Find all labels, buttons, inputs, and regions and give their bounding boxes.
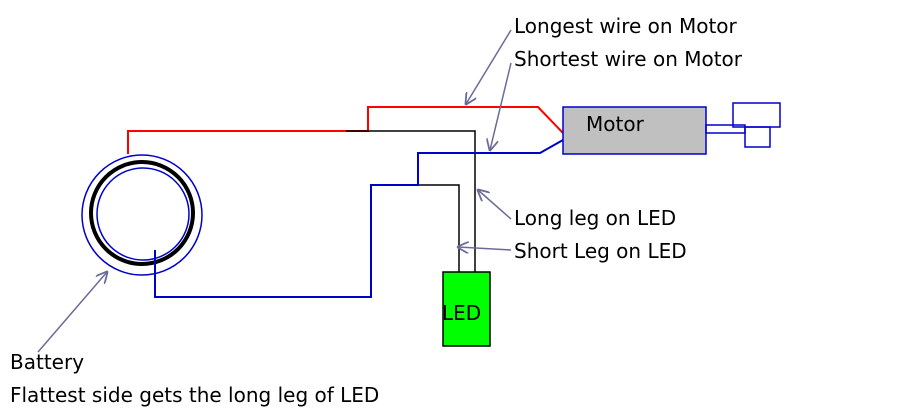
label-longest-wire: Longest wire on Motor: [514, 14, 738, 38]
battery-inner-ring: [96, 167, 190, 261]
label-shortest-wire: Shortest wire on Motor: [514, 47, 743, 71]
blue-wire: [154, 139, 564, 298]
arrow-short-leg: [458, 247, 512, 250]
label-battery-note: Flattest side gets the long leg of LED: [10, 383, 379, 407]
arrow-shortest-wire: [490, 62, 512, 150]
label-battery: Battery: [10, 350, 84, 374]
red-wire: [127, 106, 564, 154]
motor-label: Motor: [586, 112, 645, 136]
arrow-battery: [37, 272, 107, 353]
led: LED: [442, 271, 491, 347]
led-label: LED: [442, 301, 481, 325]
label-short-leg: Short Leg on LED: [514, 239, 687, 263]
battery-outer-ring: [81, 154, 203, 276]
black-wire-long-leg: [346, 130, 476, 272]
battery-body: [89, 160, 195, 266]
black-wire-short-leg: [418, 184, 460, 272]
motor: Motor: [562, 102, 781, 155]
arrow-longest-wire: [466, 29, 512, 104]
motor-pulley-top: [732, 102, 781, 128]
motor-pulley-bottom: [744, 126, 771, 148]
battery: [81, 154, 203, 276]
motor-shaft: [705, 124, 746, 134]
label-long-leg: Long leg on LED: [514, 206, 676, 230]
arrow-long-leg: [478, 190, 512, 220]
led-body: [442, 271, 491, 347]
